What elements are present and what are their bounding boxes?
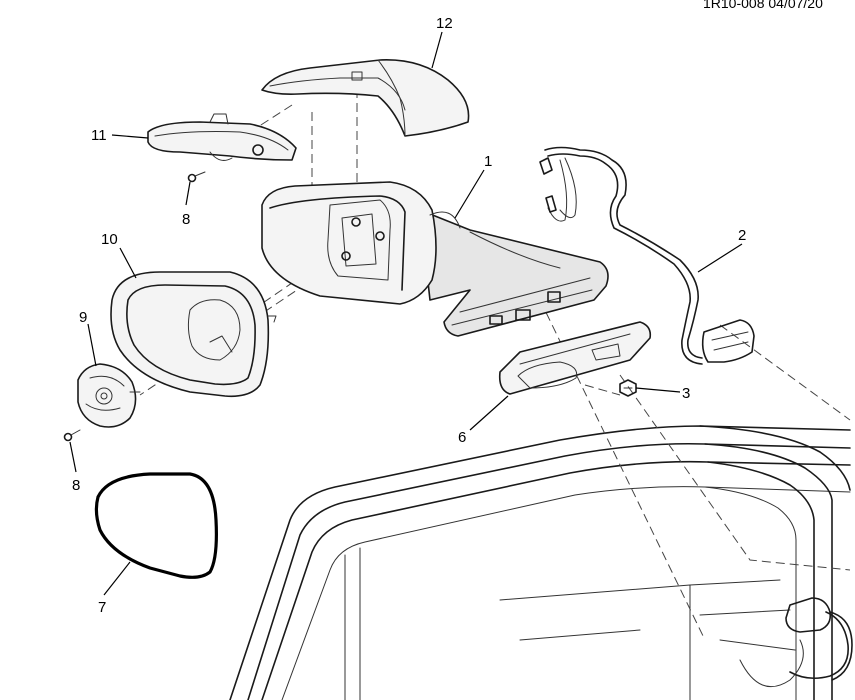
mirror-frame-part <box>110 271 277 398</box>
callout-2: 2 <box>738 227 746 244</box>
wiring-harness-part <box>539 146 755 365</box>
callout-8-upper: 8 <box>182 211 190 228</box>
callout-7: 7 <box>98 599 106 616</box>
mirror-glass-part <box>94 472 218 579</box>
mirror-cover-part <box>261 59 470 137</box>
document-id: 1R10-008 04/07/20 <box>703 0 823 11</box>
callout-8-lower: 8 <box>72 477 80 494</box>
leader-lines <box>69 31 743 596</box>
nut-part <box>619 379 637 397</box>
callout-1: 1 <box>484 153 492 170</box>
mirror-base-gasket-part <box>498 321 652 395</box>
callout-6: 6 <box>458 429 466 446</box>
callout-labels: 12 11 8 1 2 10 9 3 6 8 7 <box>72 15 746 616</box>
callout-9: 9 <box>79 309 87 326</box>
callout-3: 3 <box>682 385 690 402</box>
mirror-housing-part <box>261 181 609 337</box>
turn-signal-lamp-part <box>147 113 297 161</box>
callout-10: 10 <box>101 231 118 248</box>
door-frame <box>229 425 853 700</box>
mirror-actuator-part <box>77 363 141 428</box>
screw-upper-part <box>187 171 206 183</box>
callout-12: 12 <box>436 15 453 32</box>
callout-11: 11 <box>91 127 107 144</box>
screw-lower-part <box>63 429 81 442</box>
